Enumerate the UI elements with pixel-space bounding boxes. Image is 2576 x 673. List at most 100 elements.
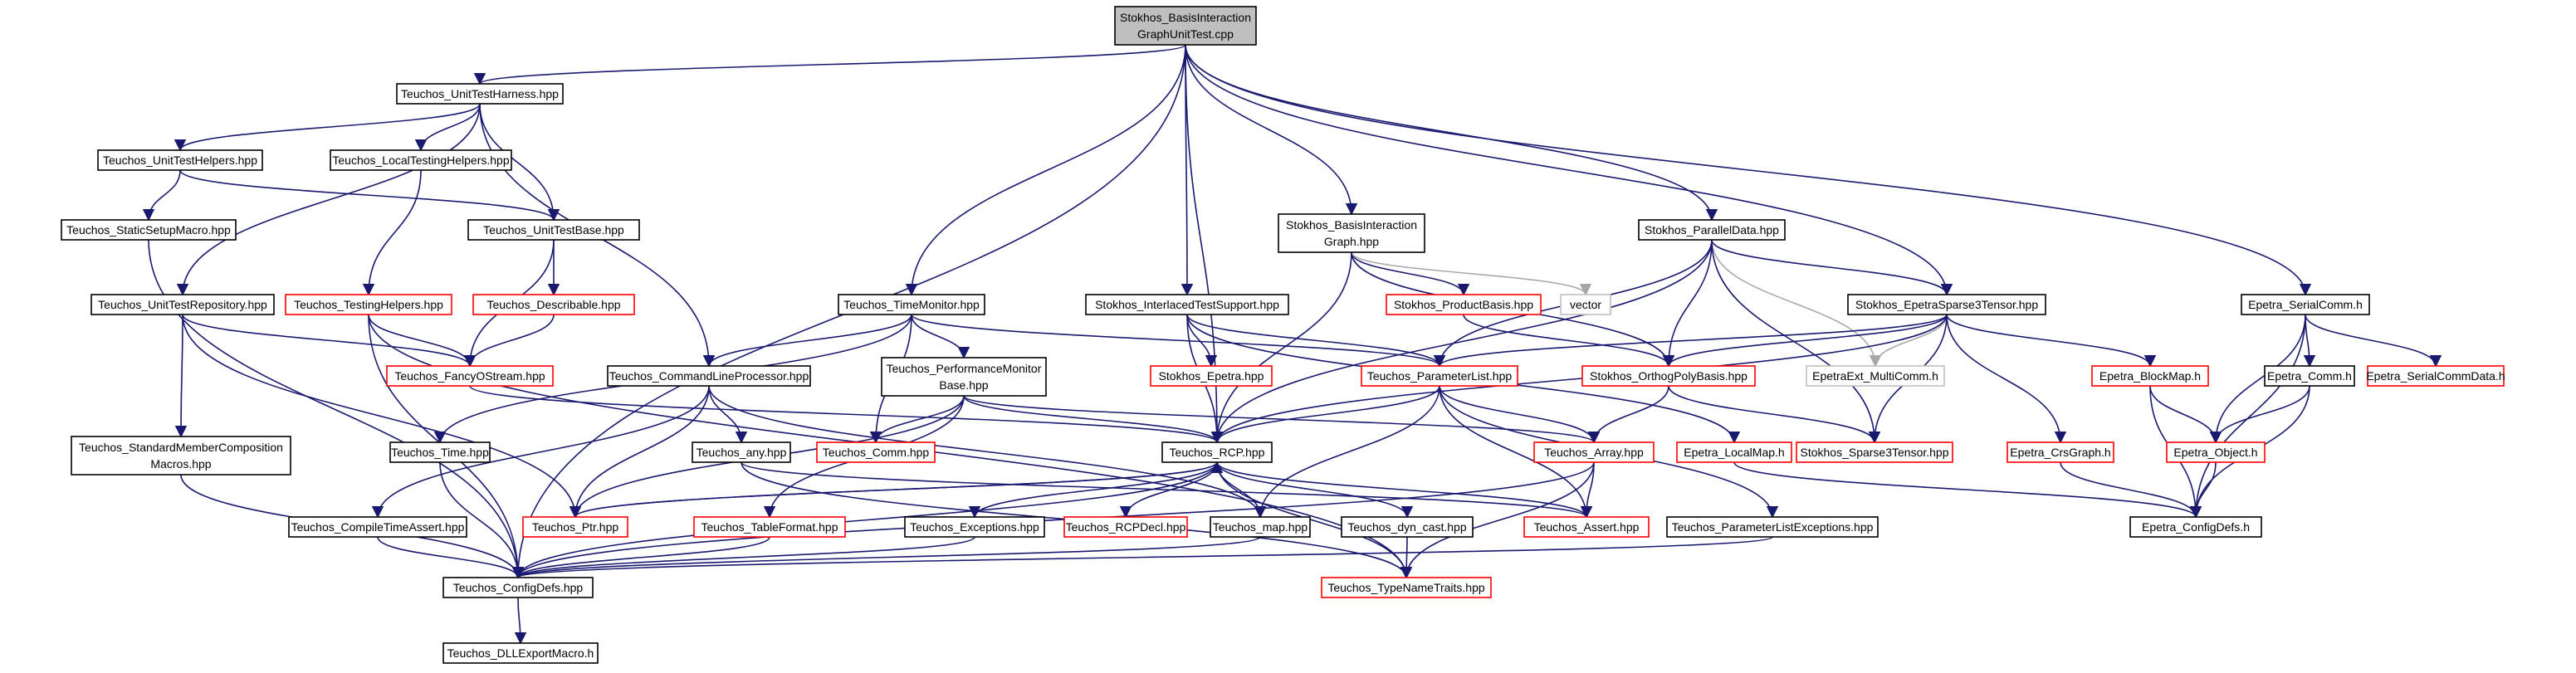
node-ssparse3[interactable]: Stokhos_Sparse3Tensor.hpp [1796,441,1953,463]
edge-tableformat-to-configdefs [511,536,770,579]
node-utbase[interactable]: Teuchos_UnitTestBase.hpp [467,219,640,241]
node-box-uthelpers [97,149,263,171]
node-any[interactable]: Teuchos_any.hpp [692,441,791,463]
edge-timemonitor-to-paramlist [911,314,1445,368]
node-label-assert: Teuchos_Assert.hpp [1534,520,1640,534]
node-label-multicomm: EpetraExt_MultiComm.h [1812,369,1938,383]
node-plexceptions[interactable]: Teuchos_ParameterListExceptions.hpp [1666,516,1879,538]
edge-uth-to-ltesthelpers [414,103,481,152]
node-configdefs[interactable]: Teuchos_ConfigDefs.hpp [442,577,594,598]
node-time[interactable]: Teuchos_Time.hpp [389,441,491,463]
edge-perfmon-to-rcp [963,395,1224,444]
node-productbasis[interactable]: Stokhos_ProductBasis.hpp [1386,294,1542,315]
node-compiletime[interactable]: Teuchos_CompileTimeAssert.hpp [288,516,467,538]
node-rcp[interactable]: Teuchos_RCP.hpp [1161,441,1273,463]
node-box-describable [472,294,635,315]
node-box-productbasis [1386,294,1542,315]
node-describable[interactable]: Teuchos_Describable.hpp [472,294,635,315]
node-box-eserialcomm [2241,294,2370,315]
node-testhelpers[interactable]: Teuchos_TestingHelpers.hpp [285,294,452,315]
node-utrepo[interactable]: Teuchos_UnitTestRepository.hpp [90,294,275,315]
node-box-uth [396,83,564,105]
node-comm[interactable]: Teuchos_Comm.hpp [816,441,936,463]
node-eobject[interactable]: Epetra_Object.h [2166,441,2266,463]
node-label-plexceptions: Teuchos_ParameterListExceptions.hpp [1672,520,1874,534]
node-cmdline[interactable]: Teuchos_CommandLineProcessor.hpp [607,365,811,387]
node-label-productbasis: Stokhos_ProductBasis.hpp [1394,298,1533,311]
node-staticsetup[interactable]: Teuchos_StaticSetupMacro.hpp [61,219,237,241]
edge-rcp-to-typenametraits [1216,461,1413,579]
edge-rcp-to-ptr [569,461,1218,519]
node-label-orthogpoly: Stokhos_OrthogPolyBasis.hpp [1590,369,1747,383]
node-assert[interactable]: Teuchos_Assert.hpp [1523,516,1650,538]
node-box-timemonitor [838,294,985,315]
edge-sparse3tensor-to-orthogpoly [1662,314,1948,368]
node-array[interactable]: Teuchos_Array.hpp [1533,441,1655,463]
node-paralleldata[interactable]: Stokhos_ParallelData.hpp [1638,219,1786,241]
node-paramlist[interactable]: Teuchos_ParameterList.hpp [1361,365,1518,387]
node-eserialcomm[interactable]: Epetra_SerialComm.h [2241,294,2370,315]
node-root[interactable]: Stokhos_BasisInteractionGraphUnitTest.cp… [1114,6,1257,46]
edge-ltesthelpers-to-testhelpers [362,169,422,296]
edge-timemonitor-to-perfmon [911,314,970,359]
edge-utrepo-to-stdmember [174,314,188,438]
edge-map-to-configdefs [512,536,1261,579]
node-interlaced[interactable]: Stokhos_InterlacedTestSupport.hpp [1085,294,1289,315]
edge-rcp-to-exceptions [968,461,1218,519]
node-exceptions[interactable]: Teuchos_Exceptions.hpp [904,516,1045,538]
node-dyncast[interactable]: Teuchos_dyn_cast.hpp [1341,516,1474,538]
node-econfigdefs[interactable]: Epetra_ConfigDefs.h [2129,516,2262,538]
node-typenametraits[interactable]: Teuchos_TypeNameTraits.hpp [1321,577,1492,598]
node-ecomm[interactable]: Epetra_Comm.h [2264,365,2355,387]
node-uth[interactable]: Teuchos_UnitTestHarness.hpp [396,83,564,105]
node-box-eserialcommdata [2367,365,2505,387]
node-ltesthelpers[interactable]: Teuchos_LocalTestingHelpers.hpp [330,149,512,171]
node-box-perfmon [881,357,1047,397]
node-label-utrepo: Teuchos_UnitTestRepository.hpp [98,298,267,311]
node-box-sepetra [1150,365,1273,387]
node-eserialcommdata[interactable]: Epetra_SerialCommData.h [2366,365,2505,387]
node-label-uth: Teuchos_UnitTestHarness.hpp [401,87,559,100]
node-box-exceptions [904,516,1045,538]
node-uthelpers[interactable]: Teuchos_UnitTestHelpers.hpp [97,149,263,171]
node-rcpdecl[interactable]: Teuchos_RCPDecl.hpp [1063,516,1188,538]
node-crsgraph[interactable]: Epetra_CrsGraph.h [2007,441,2114,463]
node-label-exceptions: Teuchos_Exceptions.hpp [910,520,1039,534]
edge-elocalmap-to-econfigdefs [1733,461,2202,519]
node-fancyostream[interactable]: Teuchos_FancyOStream.hpp [386,365,554,387]
node-label-perfmon: Teuchos_PerformanceMonitor [887,362,1042,375]
node-orthogpoly[interactable]: Stokhos_OrthogPolyBasis.hpp [1581,365,1756,387]
edge-bigraph-to-productbasis [1351,251,1470,296]
node-label-eserialcomm: Epetra_SerialComm.h [2248,298,2363,311]
node-box-ecomm [2264,365,2355,387]
node-sparse3tensor[interactable]: Stokhos_EpetraSparse3Tensor.hpp [1847,294,2046,315]
node-ptr[interactable]: Teuchos_Ptr.hpp [522,516,628,538]
node-stdmember[interactable]: Teuchos_StandardMemberCompositionMacros.… [71,436,291,475]
node-dllexport[interactable]: Teuchos_DLLExportMacro.h [442,642,599,664]
edge-root-to-eserialcomm [1185,44,2312,296]
node-label-ecomm: Epetra_Comm.h [2267,369,2352,383]
edge-blockmap-to-eobject [2149,385,2222,444]
edge-configdefs-to-dllexport [514,597,527,645]
node-box-tableformat [693,516,846,538]
node-box-configdefs [442,577,594,598]
node-label-eobject: Epetra_Object.h [2173,446,2257,459]
node-box-fancyostream [386,365,554,387]
edge-orthogpoly-to-array [1587,385,1669,444]
node-label-stdmember: Macros.hpp [150,457,211,471]
node-blockmap[interactable]: Epetra_BlockMap.h [2091,365,2209,387]
node-box-econfigdefs [2129,516,2262,538]
node-box-rcp [1161,441,1273,463]
node-label-uthelpers: Teuchos_UnitTestHelpers.hpp [103,154,257,167]
node-map[interactable]: Teuchos_map.hpp [1210,516,1311,538]
node-box-interlaced [1085,294,1289,315]
node-box-testhelpers [285,294,452,315]
node-timemonitor[interactable]: Teuchos_TimeMonitor.hpp [838,294,985,315]
node-vector: vector [1560,294,1611,315]
node-sepetra[interactable]: Stokhos_Epetra.hpp [1150,365,1273,387]
node-elocalmap[interactable]: Epetra_LocalMap.h [1676,441,1792,463]
node-tableformat[interactable]: Teuchos_TableFormat.hpp [693,516,846,538]
